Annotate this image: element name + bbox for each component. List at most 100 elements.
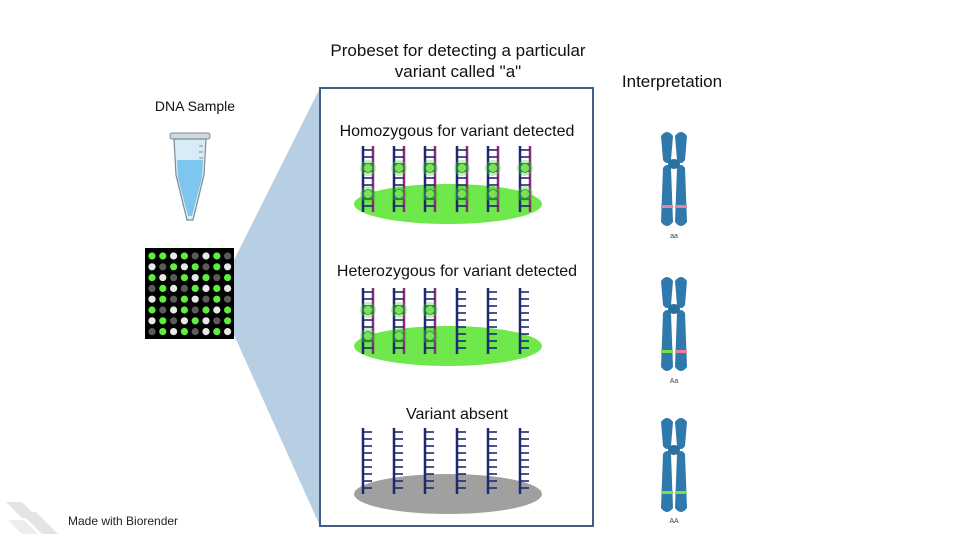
fluor-label xyxy=(394,163,404,173)
chromatid-arm xyxy=(661,418,673,449)
chromatid-arm xyxy=(661,310,673,371)
genotype-label-Aa: Aa xyxy=(669,378,679,385)
array-spot xyxy=(148,328,156,336)
array-spot xyxy=(148,274,156,282)
array-spot xyxy=(180,295,188,303)
allele-marker xyxy=(675,205,687,208)
array-spot xyxy=(202,317,210,325)
fluor-label xyxy=(363,189,373,199)
homozygous-probe-panel xyxy=(354,146,542,224)
chromatid-arm xyxy=(661,451,673,512)
array-spot xyxy=(224,328,232,336)
sample-tube-icon xyxy=(169,132,211,221)
fluor-label xyxy=(425,189,435,199)
fluor-label xyxy=(394,331,404,341)
array-spot xyxy=(159,263,167,271)
array-spot xyxy=(148,295,156,303)
array-spot xyxy=(224,317,232,325)
array-spot xyxy=(202,306,210,314)
array-spot xyxy=(213,295,221,303)
credit-text: Made with Biorender xyxy=(68,514,179,528)
array-spot xyxy=(170,317,178,325)
array-spot xyxy=(191,274,199,282)
array-spot xyxy=(148,263,156,271)
array-spot xyxy=(180,317,188,325)
centromere xyxy=(668,304,680,314)
array-spot xyxy=(202,295,210,303)
heterozygous-probe-panel xyxy=(354,288,542,366)
array-spot xyxy=(148,306,156,314)
array-spot xyxy=(180,306,188,314)
array-spot xyxy=(191,252,199,260)
fluor-label xyxy=(488,163,498,173)
array-spot xyxy=(170,306,178,314)
fluor-label xyxy=(363,305,373,315)
chromatid-arm xyxy=(675,165,687,226)
chromosome-AA-icon xyxy=(661,418,687,512)
allele-marker xyxy=(661,491,673,494)
array-spot xyxy=(180,328,188,336)
array-spot xyxy=(202,274,210,282)
interpretation-label: Interpretation xyxy=(621,72,723,91)
array-spot xyxy=(213,274,221,282)
array-spot xyxy=(213,306,221,314)
fluor-label xyxy=(520,163,530,173)
array-spot xyxy=(224,306,232,314)
array-spot xyxy=(224,295,232,303)
panel-title-heterozygous: Heterozygous for variant detected xyxy=(336,263,578,280)
array-spot xyxy=(148,252,156,260)
array-spot xyxy=(202,252,210,260)
allele-marker xyxy=(675,491,687,494)
array-spot xyxy=(170,263,178,271)
array-spot xyxy=(170,252,178,260)
array-spot xyxy=(213,284,221,292)
biorender-logo xyxy=(6,502,58,534)
array-spot xyxy=(170,284,178,292)
chromatid-arm xyxy=(675,310,687,371)
array-spot xyxy=(159,295,167,303)
array-spot xyxy=(148,284,156,292)
chromosome-aa-icon xyxy=(661,132,687,226)
chromatid-arm xyxy=(675,451,687,512)
genotype-label-AA: AA xyxy=(669,518,679,525)
array-spot xyxy=(191,295,199,303)
array-spot xyxy=(180,284,188,292)
signal-spot xyxy=(354,184,542,224)
fluor-label xyxy=(425,305,435,315)
array-spot xyxy=(170,274,178,282)
allele-marker xyxy=(661,350,673,353)
array-spot xyxy=(159,274,167,282)
array-spot xyxy=(224,263,232,271)
array-spot xyxy=(191,263,199,271)
fluor-label xyxy=(363,331,373,341)
fluor-label xyxy=(363,163,373,173)
genotype-label-aa: aa xyxy=(670,233,678,240)
array-spot xyxy=(213,263,221,271)
array-spot xyxy=(159,328,167,336)
array-spot xyxy=(213,328,221,336)
fluor-label xyxy=(425,163,435,173)
array-spot xyxy=(224,284,232,292)
array-spot xyxy=(148,317,156,325)
fluor-label xyxy=(425,331,435,341)
array-spot xyxy=(191,284,199,292)
fluor-label xyxy=(457,163,467,173)
fluor-label xyxy=(394,189,404,199)
array-spot xyxy=(224,274,232,282)
zoom-wedge xyxy=(234,88,320,526)
array-spot xyxy=(180,263,188,271)
chromatid-arm xyxy=(661,277,673,308)
chromatid-arm xyxy=(675,132,687,163)
fluor-label xyxy=(488,189,498,199)
chromatid-arm xyxy=(675,277,687,308)
array-spot xyxy=(170,295,178,303)
array-spot xyxy=(159,284,167,292)
centromere xyxy=(668,445,680,455)
fluor-label xyxy=(520,189,530,199)
array-spot xyxy=(159,317,167,325)
panel-title-homozygous: Homozygous for variant detected xyxy=(339,123,575,140)
signal-spot xyxy=(354,474,542,514)
array-spot xyxy=(180,252,188,260)
panel-title-absent: Variant absent xyxy=(406,406,508,423)
